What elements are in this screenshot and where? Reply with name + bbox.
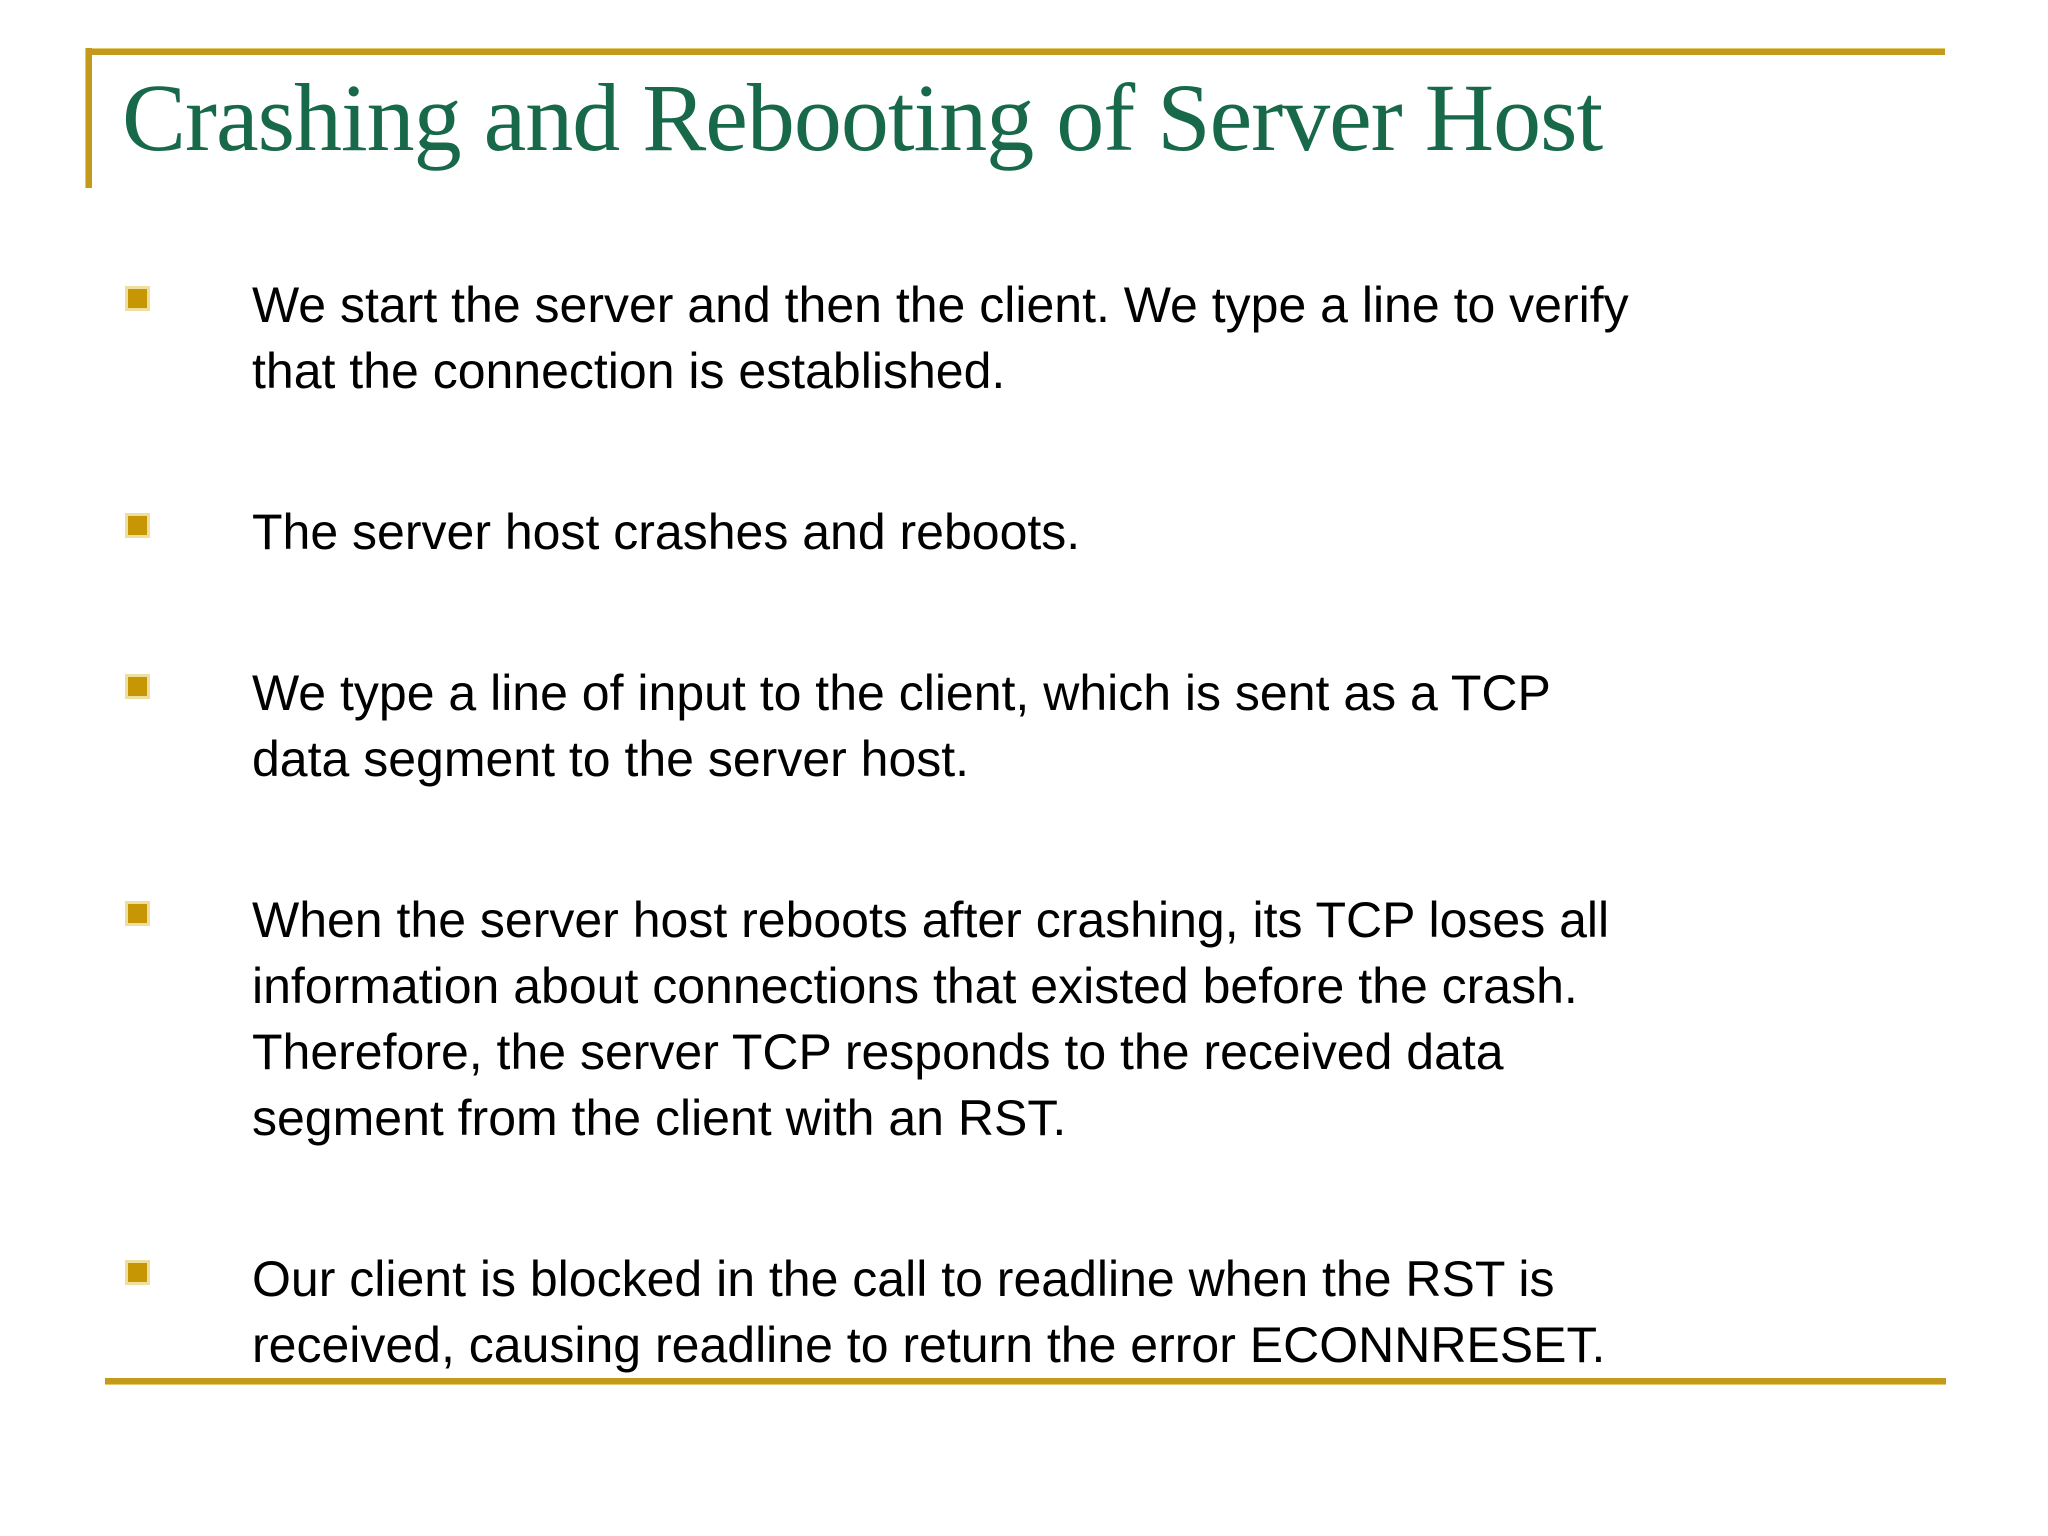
bullet-square-icon — [125, 513, 150, 538]
bullet-text-4: When the server host reboots after crash… — [252, 892, 1610, 1146]
bullet-item-1: We start the server and then the client.… — [125, 272, 1925, 404]
title-frame-left-rule — [85, 48, 92, 188]
bullet-item-3: We type a line of input to the client, w… — [125, 660, 1925, 792]
bullet-square-icon — [125, 901, 150, 926]
title-frame-top-rule — [85, 48, 1945, 55]
bullet-text-2: The server host crashes and reboots. — [252, 504, 1081, 560]
bullet-item-2: The server host crashes and reboots. — [125, 499, 1925, 565]
bullet-text-5: Our client is blocked in the call to rea… — [252, 1251, 1606, 1373]
bullet-item-5: Our client is blocked in the call to rea… — [125, 1246, 1925, 1378]
bullet-square-icon — [125, 674, 150, 699]
bullet-square-icon — [125, 1260, 150, 1285]
bullet-text-1: We start the server and then the client.… — [252, 277, 1629, 399]
bullet-square-icon — [125, 286, 150, 311]
bullet-item-4: When the server host reboots after crash… — [125, 887, 1925, 1151]
bullet-text-3: We type a line of input to the client, w… — [252, 665, 1551, 787]
bullet-list: We start the server and then the client.… — [125, 272, 1925, 1378]
footer-rule — [105, 1378, 1946, 1385]
slide-title: Crashing and Rebooting of Server Host — [122, 64, 1603, 171]
